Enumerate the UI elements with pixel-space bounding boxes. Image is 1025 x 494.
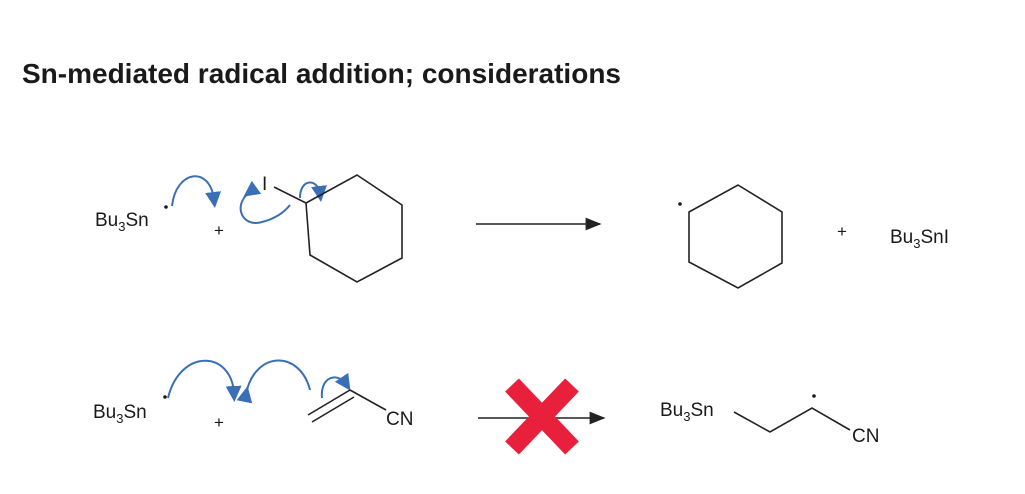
radical-dot (678, 202, 682, 206)
plus-sign: + (214, 221, 224, 240)
iodocyclohexane-ring (305, 174, 403, 283)
vinyl-double-bond (307, 389, 351, 416)
curly-arrow-2 (239, 180, 291, 224)
tin-radical-label: Bu3Sn (95, 210, 149, 234)
radical-dot (163, 395, 167, 399)
plus-sign: + (214, 413, 224, 432)
radical-dot (164, 205, 168, 209)
curly-arrow-3 (320, 372, 351, 399)
vinyl-double-bond-2 (311, 396, 355, 423)
radical-dot (812, 394, 816, 398)
product-chain (733, 407, 851, 433)
curly-arrow-3 (299, 181, 327, 202)
tin-radical-label: Bu3Sn (93, 402, 147, 426)
nitrile-label: CN (386, 409, 413, 430)
curly-arrow-1 (171, 175, 222, 208)
plus-sign: + (837, 222, 847, 241)
reaction-1: Bu3Sn + I + Bu3SnI (95, 174, 949, 289)
iodine-label: I (262, 174, 267, 195)
curly-arrow-1 (167, 359, 242, 402)
blocked-cross-icon (505, 378, 579, 455)
tin-iodide-label: Bu3SnI (890, 227, 949, 251)
c-cn-bond (349, 389, 387, 411)
slide-title: Sn-mediated radical addition; considerat… (22, 58, 621, 89)
c-i-bond (273, 186, 307, 204)
curly-arrow-2 (236, 359, 311, 404)
cyclohexyl-ring (688, 184, 783, 289)
product-nitrile-label: CN (852, 426, 879, 447)
product-tin-label: Bu3Sn (660, 400, 714, 424)
reaction-2: Bu3Sn + CN Bu3Sn CN (93, 359, 879, 455)
